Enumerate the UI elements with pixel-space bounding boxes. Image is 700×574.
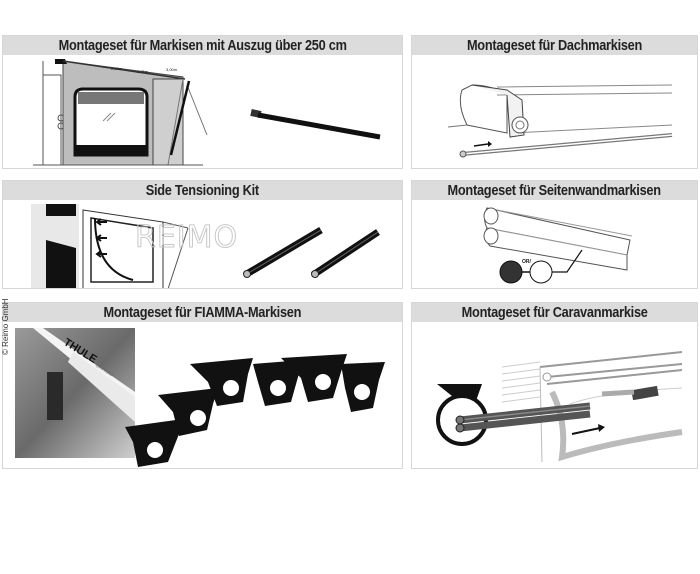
tension-rail-icon bbox=[243, 226, 323, 279]
awning-tent-icon: 2,60m 2,75m 3,00m bbox=[33, 59, 381, 166]
side-wall-awning-icon: OR/ bbox=[483, 207, 633, 284]
panel-side-tensioning-kit: Side Tensioning Kit bbox=[2, 180, 403, 289]
arrow-icon bbox=[95, 234, 107, 242]
panel-title: Montageset für Seitenwandmarkisen bbox=[412, 181, 697, 200]
bracket-icon bbox=[341, 362, 385, 412]
panel-roof-awning-kit: Montageset für Dachmarkisen bbox=[411, 35, 698, 169]
dimension-label: 3,00m bbox=[166, 67, 178, 72]
bracket-icon bbox=[158, 388, 218, 436]
tension-strap-icon bbox=[250, 109, 381, 140]
copyright-text: © Reimo GmbH bbox=[1, 298, 10, 355]
bracket-icon bbox=[253, 360, 303, 406]
dimension-label: 2,60m bbox=[111, 66, 123, 71]
watermark-logo: REIMO bbox=[134, 220, 239, 256]
panel-fiamma-awning-kit: Montageset für FIAMMA-Markisen THULE Omn… bbox=[2, 302, 403, 469]
panel-title-text: Montageset für Dachmarkisen bbox=[466, 37, 643, 54]
dark-variant-icon bbox=[499, 260, 523, 284]
tension-rail-icon bbox=[311, 229, 380, 278]
arrow-icon bbox=[473, 143, 489, 147]
roof-awning-illustration bbox=[412, 55, 697, 168]
awning-tent-illustration: 2,60m 2,75m 3,00m bbox=[3, 55, 402, 168]
option-label: OR/ bbox=[522, 259, 532, 265]
caravan-awning-icon bbox=[436, 351, 683, 463]
arrow-icon bbox=[95, 218, 107, 226]
panel-title-text: Montageset für Markisen mit Auszug über … bbox=[58, 37, 347, 54]
bracket-icon bbox=[281, 354, 347, 402]
side-tensioning-illustration: REIMO bbox=[3, 200, 402, 288]
panel-side-wall-awning-kit: Montageset für Seitenwandmarkisen OR/ bbox=[411, 180, 698, 289]
panel-title: Montageset für Caravanmarkise bbox=[412, 303, 697, 322]
roof-awning-icon bbox=[447, 84, 673, 158]
light-variant-icon bbox=[529, 260, 553, 284]
dimension-label: 2,75m bbox=[137, 69, 149, 74]
side-wall-awning-illustration: OR/ bbox=[412, 200, 697, 288]
panel-title: Montageset für Dachmarkisen bbox=[412, 36, 697, 55]
panel-title: Side Tensioning Kit bbox=[3, 181, 402, 200]
fiamma-illustration: THULE Omnistor bbox=[3, 322, 402, 468]
arrow-icon bbox=[95, 250, 107, 258]
panel-caravan-awning-kit: Montageset für Caravanmarkise bbox=[411, 302, 698, 469]
panel-title-text: Montageset für Caravanmarkise bbox=[461, 304, 648, 321]
bracket-icon bbox=[125, 419, 183, 467]
panel-title: Montageset für Markisen mit Auszug über … bbox=[3, 36, 402, 55]
side-tensioning-icon bbox=[31, 204, 380, 288]
caravan-awning-illustration bbox=[412, 322, 697, 468]
panel-title-text: Side Tensioning Kit bbox=[145, 182, 260, 199]
panel-title-text: Montageset für Seitenwandmarkisen bbox=[447, 182, 662, 199]
fiamma-brackets-icon: THULE Omnistor bbox=[15, 328, 385, 467]
panel-title-text: Montageset für FIAMMA-Markisen bbox=[103, 304, 302, 321]
bracket-icon bbox=[190, 358, 253, 406]
panel-title: Montageset für FIAMMA-Markisen bbox=[3, 303, 402, 322]
arrow-icon bbox=[571, 427, 601, 435]
panel-awning-extension-kit: Montageset für Markisen mit Auszug über … bbox=[2, 35, 403, 169]
